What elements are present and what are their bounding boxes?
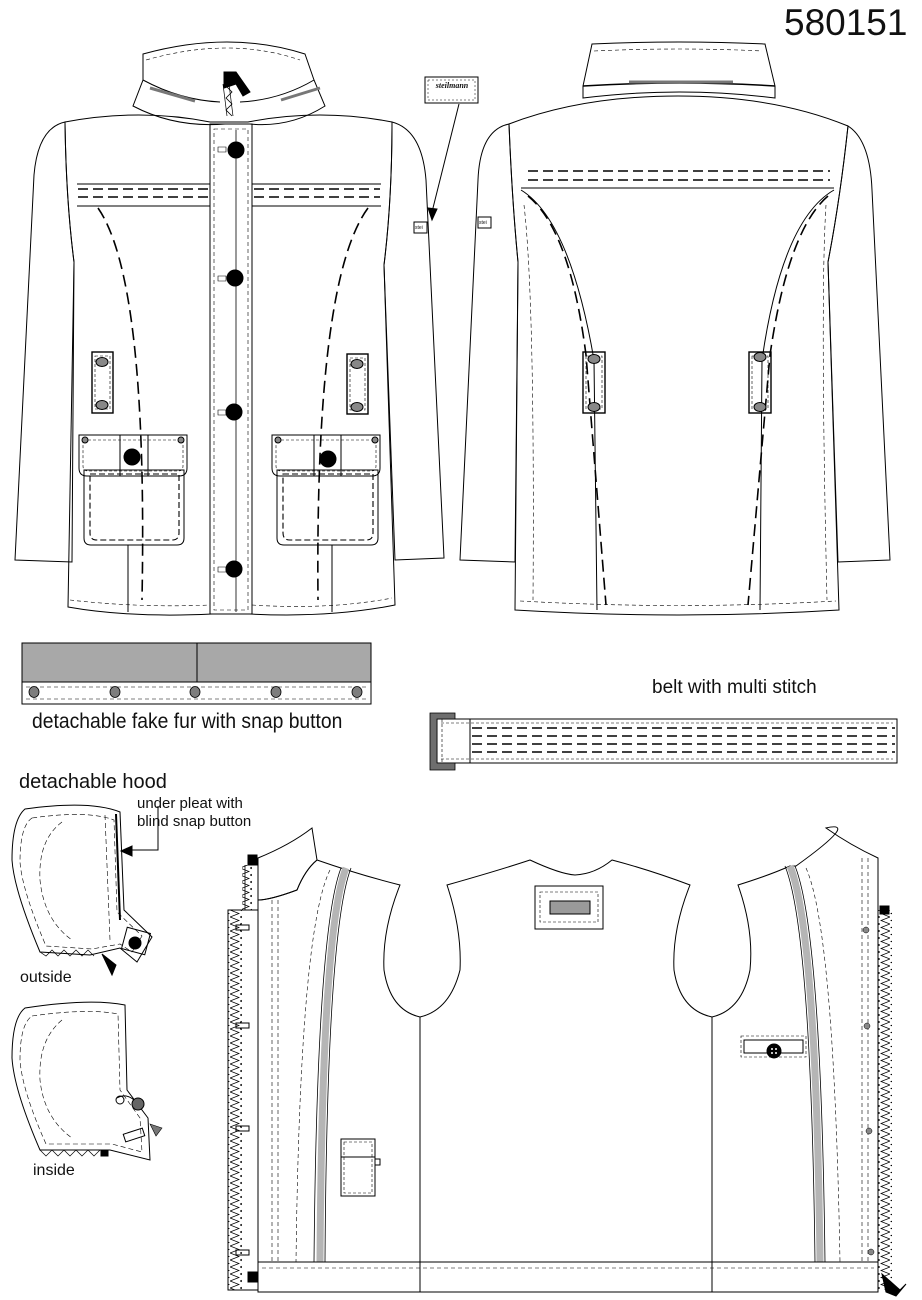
style-number: 580151 (784, 2, 908, 43)
hood-inside (11, 1001, 163, 1161)
front-collar (132, 41, 326, 126)
hood-outside-caption: outside (20, 969, 72, 986)
front-buttons (225, 141, 245, 578)
front-body (64, 114, 396, 616)
back-collar (582, 41, 776, 99)
jacket-back-view (459, 41, 891, 616)
brand-label (424, 76, 479, 104)
fur-caption: detachable fake fur with snap button (32, 710, 343, 733)
belt-caption: belt with multi stitch (652, 677, 817, 698)
pleat-caption-line1: under pleat with (137, 795, 243, 812)
front-left-pocket (78, 434, 188, 546)
front-sleeve-label-text: stei (415, 225, 423, 231)
hood-caption: detachable hood (19, 771, 167, 793)
belt (429, 712, 898, 771)
back-right-sleeve (827, 125, 891, 563)
back-body (508, 95, 849, 616)
back-left-sleeve (459, 123, 519, 563)
brand-label-text: steilmann (435, 81, 469, 90)
back-sleeve-label-text: stei (479, 220, 487, 226)
detachable-fake-fur (21, 642, 372, 705)
front-left-sleeve (14, 121, 75, 563)
hood-outside (11, 804, 159, 977)
jacket-lining-view (227, 826, 907, 1297)
front-right-pocket (271, 434, 381, 546)
front-placket (209, 123, 253, 615)
pleat-caption: under pleat with blind snap button (137, 795, 251, 831)
pleat-caption-line2: blind snap button (137, 813, 252, 830)
front-right-sleeve (383, 121, 445, 561)
jacket-front-view (14, 41, 445, 616)
hood-inside-caption: inside (33, 1162, 75, 1179)
